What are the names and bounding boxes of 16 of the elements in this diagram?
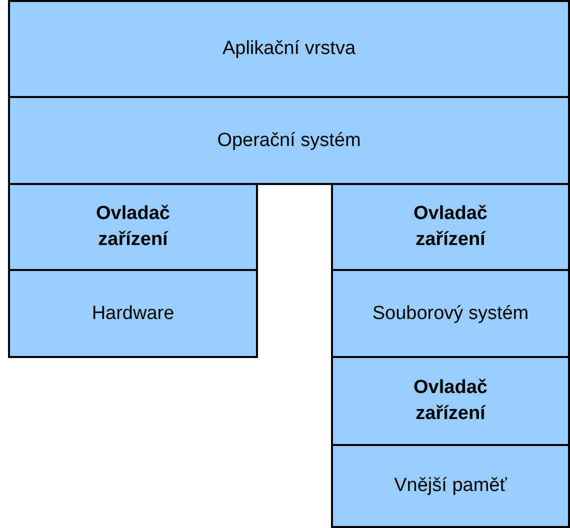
layer-box <box>8 183 258 271</box>
layer-label: Hardware <box>92 302 174 326</box>
layer-label: Vnější paměť <box>394 474 507 498</box>
layer-box <box>331 269 570 358</box>
layer-label: Souborový systém <box>372 302 529 326</box>
layer-box <box>331 183 570 271</box>
layer-title: Ovladač zařízení <box>95 202 171 252</box>
layer-box <box>331 444 570 528</box>
layer-box <box>8 269 258 358</box>
layer-box <box>331 356 570 446</box>
layer-label: Aplikační vrstva <box>222 37 356 62</box>
layer-box <box>8 96 570 185</box>
layer-title: Ovladač zařízení <box>412 202 488 252</box>
layer-label: Operační systém <box>217 128 361 153</box>
layer-box <box>8 0 570 98</box>
layer-title: Ovladač zařízení <box>412 376 488 426</box>
